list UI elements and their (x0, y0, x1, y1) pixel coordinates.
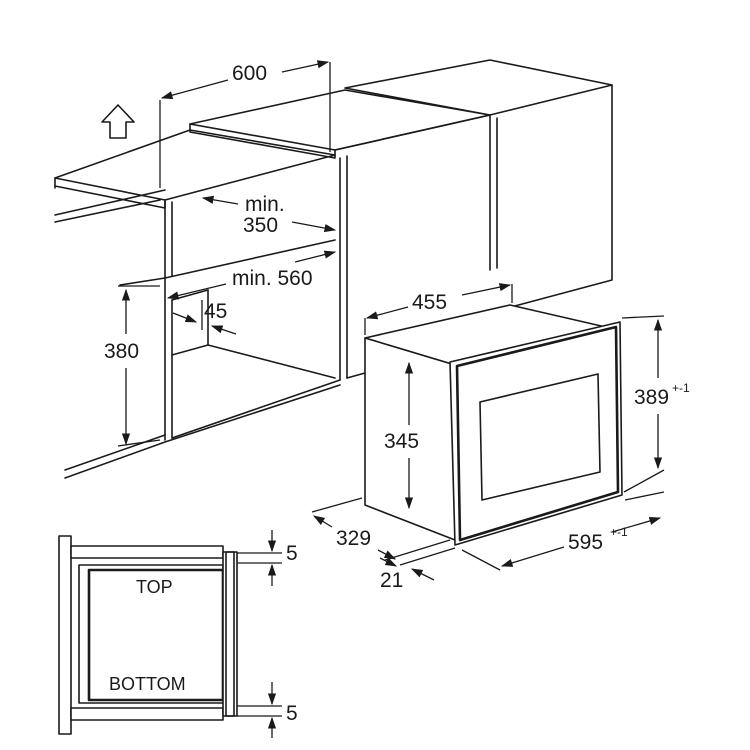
label-595-tolerance: +-1 (610, 525, 628, 539)
label-bottom: BOTTOM (109, 674, 186, 694)
label-600: 600 (232, 62, 267, 85)
dim-oven-height-total: 389 +-1 (621, 315, 690, 493)
label-min-350-value: 350 (243, 214, 278, 237)
dim-oven-body-height: 345 (384, 361, 419, 510)
label-gap-top: 5 (286, 542, 298, 565)
label-389-tolerance: +-1 (672, 381, 690, 395)
label-min-560: min. 560 (232, 267, 313, 290)
label-top: TOP (136, 577, 173, 597)
dim-oven-front-width: 595 +-1 (461, 491, 665, 571)
dim-min-560: min. 560 (166, 250, 337, 300)
dim-oven-side-depth: 329 (311, 497, 451, 561)
oven-drawing (364, 304, 623, 546)
dim-niche-height: 380 (104, 285, 161, 447)
dim-oven-depth: 455 (364, 283, 513, 335)
dim-front-thickness: 21 (379, 547, 456, 592)
up-arrow-icon (101, 104, 135, 139)
label-455: 455 (412, 291, 447, 314)
label-21: 21 (380, 569, 403, 592)
section-view: TOP BOTTOM 5 5 (58, 530, 298, 738)
label-345: 345 (384, 430, 419, 453)
dim-min-350: min. 350 (201, 193, 337, 237)
label-380: 380 (104, 340, 139, 363)
dim-45: 45 (172, 300, 237, 335)
label-595: 595 (568, 531, 603, 554)
label-gap-bottom: 5 (286, 702, 298, 725)
dim-cabinet-width: 600 (159, 60, 331, 188)
cabinet-drawing (54, 59, 613, 479)
label-389: 389 (634, 386, 669, 409)
label-45: 45 (204, 300, 227, 323)
label-329: 329 (336, 527, 371, 550)
label-min-350-prefix: min. (245, 193, 285, 216)
